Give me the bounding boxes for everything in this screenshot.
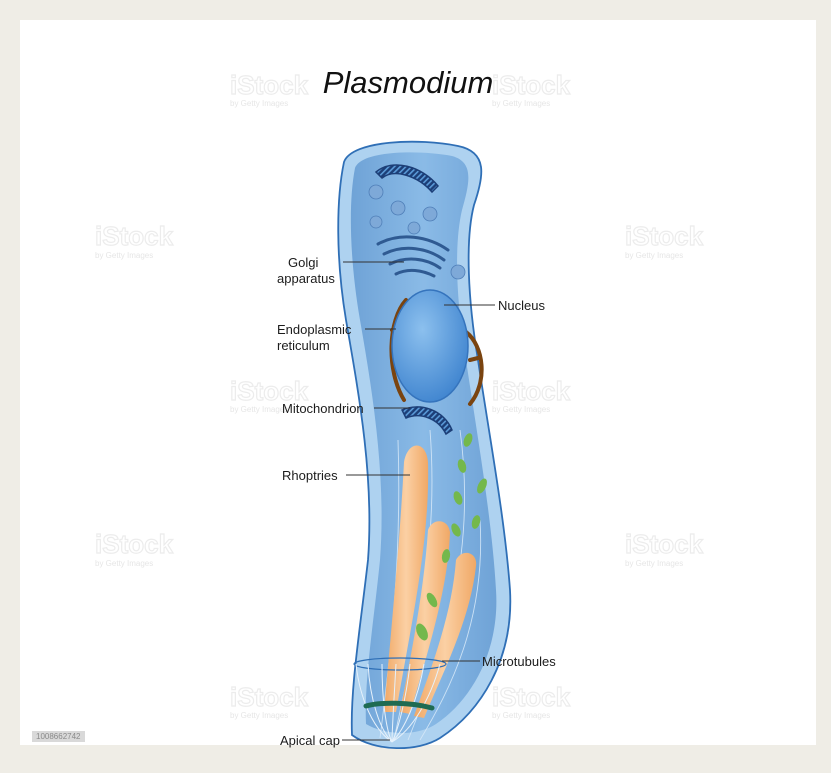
- watermark-sub: by Getty Images: [230, 405, 288, 414]
- label-golgi-1: Golgi: [288, 255, 318, 270]
- watermark-sub: by Getty Images: [492, 405, 550, 414]
- watermark-brand: iStock: [230, 70, 309, 100]
- watermark-brand: iStock: [95, 221, 174, 251]
- watermark-sub: by Getty Images: [492, 99, 550, 108]
- label-er-1: Endoplasmic: [277, 322, 352, 337]
- watermark-sub: by Getty Images: [625, 251, 683, 260]
- label-nucleus: Nucleus: [498, 298, 545, 313]
- watermark-brand: iStock: [625, 529, 704, 559]
- nucleus: [392, 290, 468, 402]
- watermark-sub: by Getty Images: [230, 99, 288, 108]
- watermark-brand: iStock: [625, 221, 704, 251]
- watermark-sub: by Getty Images: [230, 711, 288, 720]
- label-microtubules: Microtubules: [482, 654, 556, 669]
- watermark-sub: by Getty Images: [95, 559, 153, 568]
- watermark-sub: by Getty Images: [625, 559, 683, 568]
- watermark-sub: by Getty Images: [95, 251, 153, 260]
- label-er-2: reticulum: [277, 338, 330, 353]
- label-apical-cap: Apical cap: [280, 733, 340, 748]
- image-id-badge: 1008662742: [32, 731, 85, 742]
- watermark-brand: iStock: [492, 376, 571, 406]
- watermark-brand: iStock: [492, 682, 571, 712]
- label-mitochondrion: Mitochondrion: [282, 401, 364, 416]
- label-golgi-2: apparatus: [277, 271, 335, 286]
- watermark-brand: iStock: [492, 70, 571, 100]
- watermark-brand: iStock: [230, 682, 309, 712]
- watermark-brand: iStock: [95, 529, 174, 559]
- label-rhoptries: Rhoptries: [282, 468, 338, 483]
- diagram-title: Plasmodium: [323, 65, 494, 100]
- watermark-sub: by Getty Images: [492, 711, 550, 720]
